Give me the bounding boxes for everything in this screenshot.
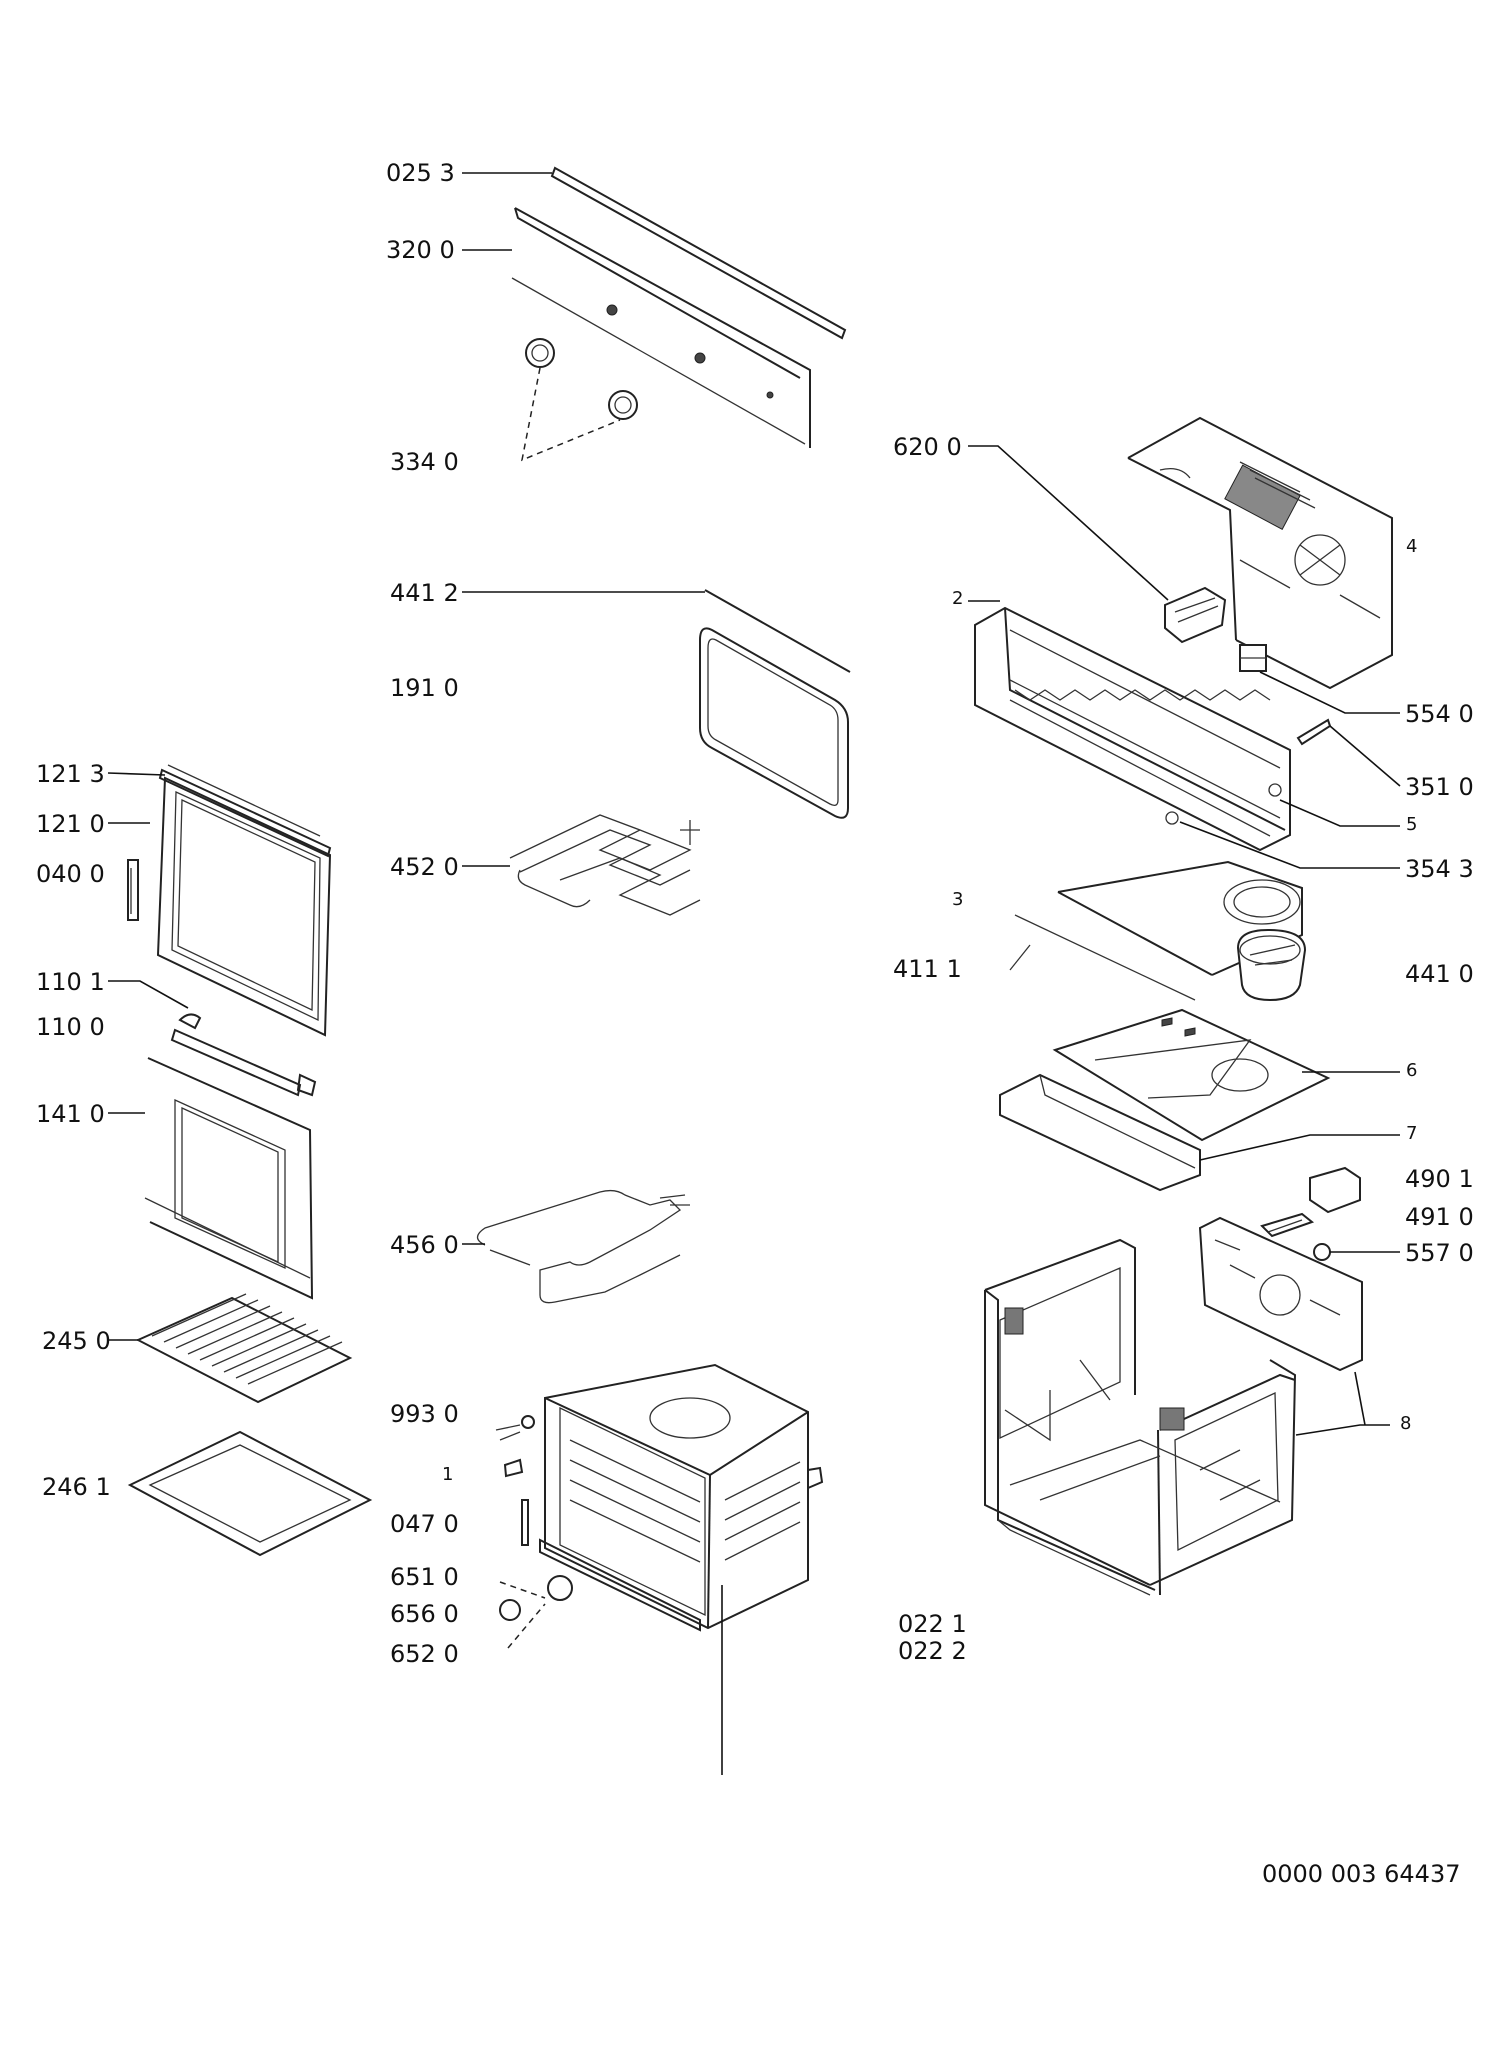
label-121-3: 121 3 bbox=[36, 760, 105, 788]
baking-tray bbox=[127, 1430, 373, 1557]
grill-element bbox=[509, 814, 701, 916]
label-452-0: 452 0 bbox=[390, 853, 459, 881]
label-490-1: 490 1 bbox=[1405, 1165, 1474, 1193]
drawing-code: 0000 003 64437 bbox=[1262, 1860, 1461, 1888]
front-frame-panel bbox=[974, 606, 1291, 852]
label-7: 7 bbox=[1406, 1123, 1418, 1144]
label-121-0: 121 0 bbox=[36, 810, 105, 838]
door-gasket bbox=[699, 589, 851, 819]
label-246-1: 246 1 bbox=[42, 1473, 111, 1501]
door-inner-frame bbox=[156, 764, 332, 1037]
lamp-parts bbox=[495, 1415, 573, 1649]
label-4: 4 bbox=[1406, 536, 1418, 557]
label-441-2: 441 2 bbox=[390, 579, 459, 607]
label-110-1: 110 1 bbox=[36, 968, 105, 996]
bottom-element bbox=[476, 1189, 690, 1304]
label-334-0: 334 0 bbox=[390, 448, 459, 476]
label-3: 3 bbox=[952, 889, 964, 910]
label-993-0: 993 0 bbox=[390, 1400, 459, 1428]
label-620-0: 620 0 bbox=[893, 433, 962, 461]
door-hinge bbox=[127, 859, 139, 921]
back-panel-8 bbox=[1198, 1216, 1363, 1372]
control-knobs bbox=[520, 338, 638, 462]
label-191-0: 191 0 bbox=[390, 674, 459, 702]
label-354-3: 354 3 bbox=[1405, 855, 1474, 883]
label-441-0: 441 0 bbox=[1405, 960, 1474, 988]
terminal-block-490 bbox=[1309, 1166, 1361, 1214]
trim-strip bbox=[550, 166, 847, 340]
cooling-fan-motor bbox=[1164, 586, 1227, 644]
fan-wheel bbox=[1236, 928, 1307, 1002]
control-panel bbox=[511, 207, 811, 448]
label-025-3: 025 3 bbox=[386, 159, 455, 187]
oven-rack bbox=[135, 1293, 353, 1404]
label-320-0: 320 0 bbox=[386, 236, 455, 264]
outer-door-glass bbox=[144, 1057, 314, 1300]
label-022-2: 022 2 bbox=[898, 1637, 967, 1665]
label-351-0: 351 0 bbox=[1405, 773, 1474, 801]
leader-lines bbox=[107, 172, 1401, 1436]
label-047-0: 047 0 bbox=[390, 1510, 459, 1538]
label-6: 6 bbox=[1406, 1060, 1418, 1081]
outer-casing bbox=[984, 1238, 1297, 1596]
label-491-0: 491 0 bbox=[1405, 1203, 1474, 1231]
label-1: 1 bbox=[442, 1464, 454, 1485]
rear-fan-cover bbox=[1127, 416, 1393, 690]
insulation-panel-7 bbox=[999, 1073, 1201, 1192]
label-040-0: 040 0 bbox=[36, 860, 105, 888]
label-651-0: 651 0 bbox=[390, 1563, 459, 1591]
label-456-0: 456 0 bbox=[390, 1231, 459, 1259]
small-spring bbox=[1165, 811, 1179, 825]
insulation-panel-6 bbox=[1052, 1008, 1331, 1142]
label-557-0: 557 0 bbox=[1405, 1239, 1474, 1267]
label-652-0: 652 0 bbox=[390, 1640, 459, 1668]
terminal-block-491 bbox=[1260, 1212, 1315, 1238]
clip-557 bbox=[1313, 1243, 1331, 1261]
label-656-0: 656 0 bbox=[390, 1600, 459, 1628]
label-411-1: 411 1 bbox=[893, 955, 962, 983]
label-141-0: 141 0 bbox=[36, 1100, 105, 1128]
label-245-0: 245 0 bbox=[42, 1327, 111, 1355]
label-554-0: 554 0 bbox=[1405, 700, 1474, 728]
thermostat bbox=[1239, 644, 1267, 672]
handle-bracket bbox=[170, 1013, 317, 1097]
label-8: 8 bbox=[1400, 1413, 1412, 1434]
label-2: 2 bbox=[952, 588, 964, 609]
label-110-0: 110 0 bbox=[36, 1013, 105, 1041]
oven-cavity bbox=[539, 1363, 824, 1632]
sensor bbox=[1296, 718, 1332, 746]
label-5: 5 bbox=[1406, 814, 1418, 835]
label-022-1: 022 1 bbox=[898, 1610, 967, 1638]
